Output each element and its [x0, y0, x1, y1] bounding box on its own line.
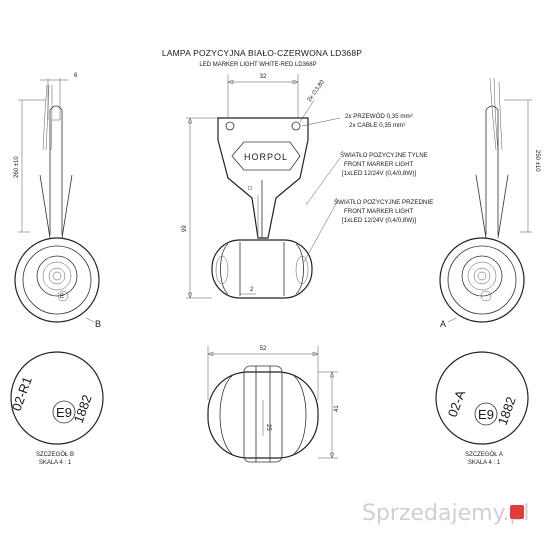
watermark-text: Sprzedajemy.pl	[362, 501, 530, 526]
brand-logo: HORPOL	[244, 152, 288, 162]
note-cable-en: 2x CABLE 0,35 mm²	[349, 122, 405, 129]
dim-99: 99	[182, 225, 188, 232]
detail-a-caption: SZCZEGÓŁ A	[465, 451, 503, 458]
watermark: Sprzedajemy.pl	[362, 501, 530, 526]
detail-b: 02-R1 E9 1882 SZCZEGÓŁ B SKALA 4 : 1	[9, 351, 104, 466]
detail-a-code: 02-A	[445, 388, 469, 419]
dim-25: 25	[265, 424, 271, 431]
dim-2: 2	[250, 287, 254, 293]
dim-hole: 2x ∅3,80	[306, 78, 326, 103]
front-view: 32 2x ∅3,80 HORPOL 2 99	[182, 74, 326, 299]
detail-a-number: 1882	[495, 395, 519, 427]
detail-b-mark: E9	[56, 405, 72, 420]
note-front-spec: [1xLED 12/24V (0,4/0,8W)]	[342, 217, 416, 224]
note-front-en: FRONT MARKER LIGHT	[344, 208, 414, 215]
dim-250: 250 ±10	[534, 150, 540, 172]
drawing-title: LAMPA POZYCYJNA BIAŁO-CZERWONA LD368P	[162, 48, 362, 58]
detail-a-scale: SKALA 4 : 1	[468, 460, 501, 466]
side-view-b: 6 260 ±10 E B	[14, 73, 101, 329]
bottom-view: 52 25 41	[207, 346, 340, 463]
dim-260: 260 ±10	[14, 156, 20, 178]
watermark-logo-icon	[510, 505, 524, 519]
detail-b-scale: SKALA 4 : 1	[39, 460, 72, 466]
detail-b-code: 02-R1	[9, 375, 35, 413]
drawing-subtitle: LED MARKER LIGHT WHITE-RED LD368P	[199, 62, 316, 68]
detail-b-caption: SZCZEGÓŁ B	[36, 451, 74, 458]
dim-52: 52	[260, 346, 267, 352]
detail-b-number: 1882	[71, 393, 95, 425]
note-front-pl: ŚWIATŁO POZYCYJNE PRZEDNIE	[334, 198, 433, 206]
note-rear-spec: [1xLED 12/24V (0,4/0,8W)]	[342, 170, 416, 177]
note-rear-pl: ŚWIATŁO POZYCYJNE TYLNE	[340, 151, 428, 159]
note-rear-en: FRONT MARKER LIGHT	[344, 161, 414, 168]
dim-32: 32	[260, 74, 267, 80]
note-cable-pl: 2x PRZEWÓD 0,35 mm²	[345, 113, 413, 120]
detail-a-mark: E9	[478, 407, 494, 422]
svg-text:E: E	[60, 294, 64, 300]
side-view-a: 250 ±10 A	[439, 77, 540, 329]
detail-a: 02-A E9 1882 SZCZEGÓŁ A SKALA 4 : 1	[435, 351, 529, 466]
dim-6: 6	[74, 73, 78, 79]
notes: 2x PRZEWÓD 0,35 mm² 2x CABLE 0,35 mm² ŚW…	[301, 113, 433, 263]
view-label-a: A	[440, 319, 446, 329]
view-label-b: B	[95, 319, 101, 329]
dim-41: 41	[334, 405, 340, 412]
